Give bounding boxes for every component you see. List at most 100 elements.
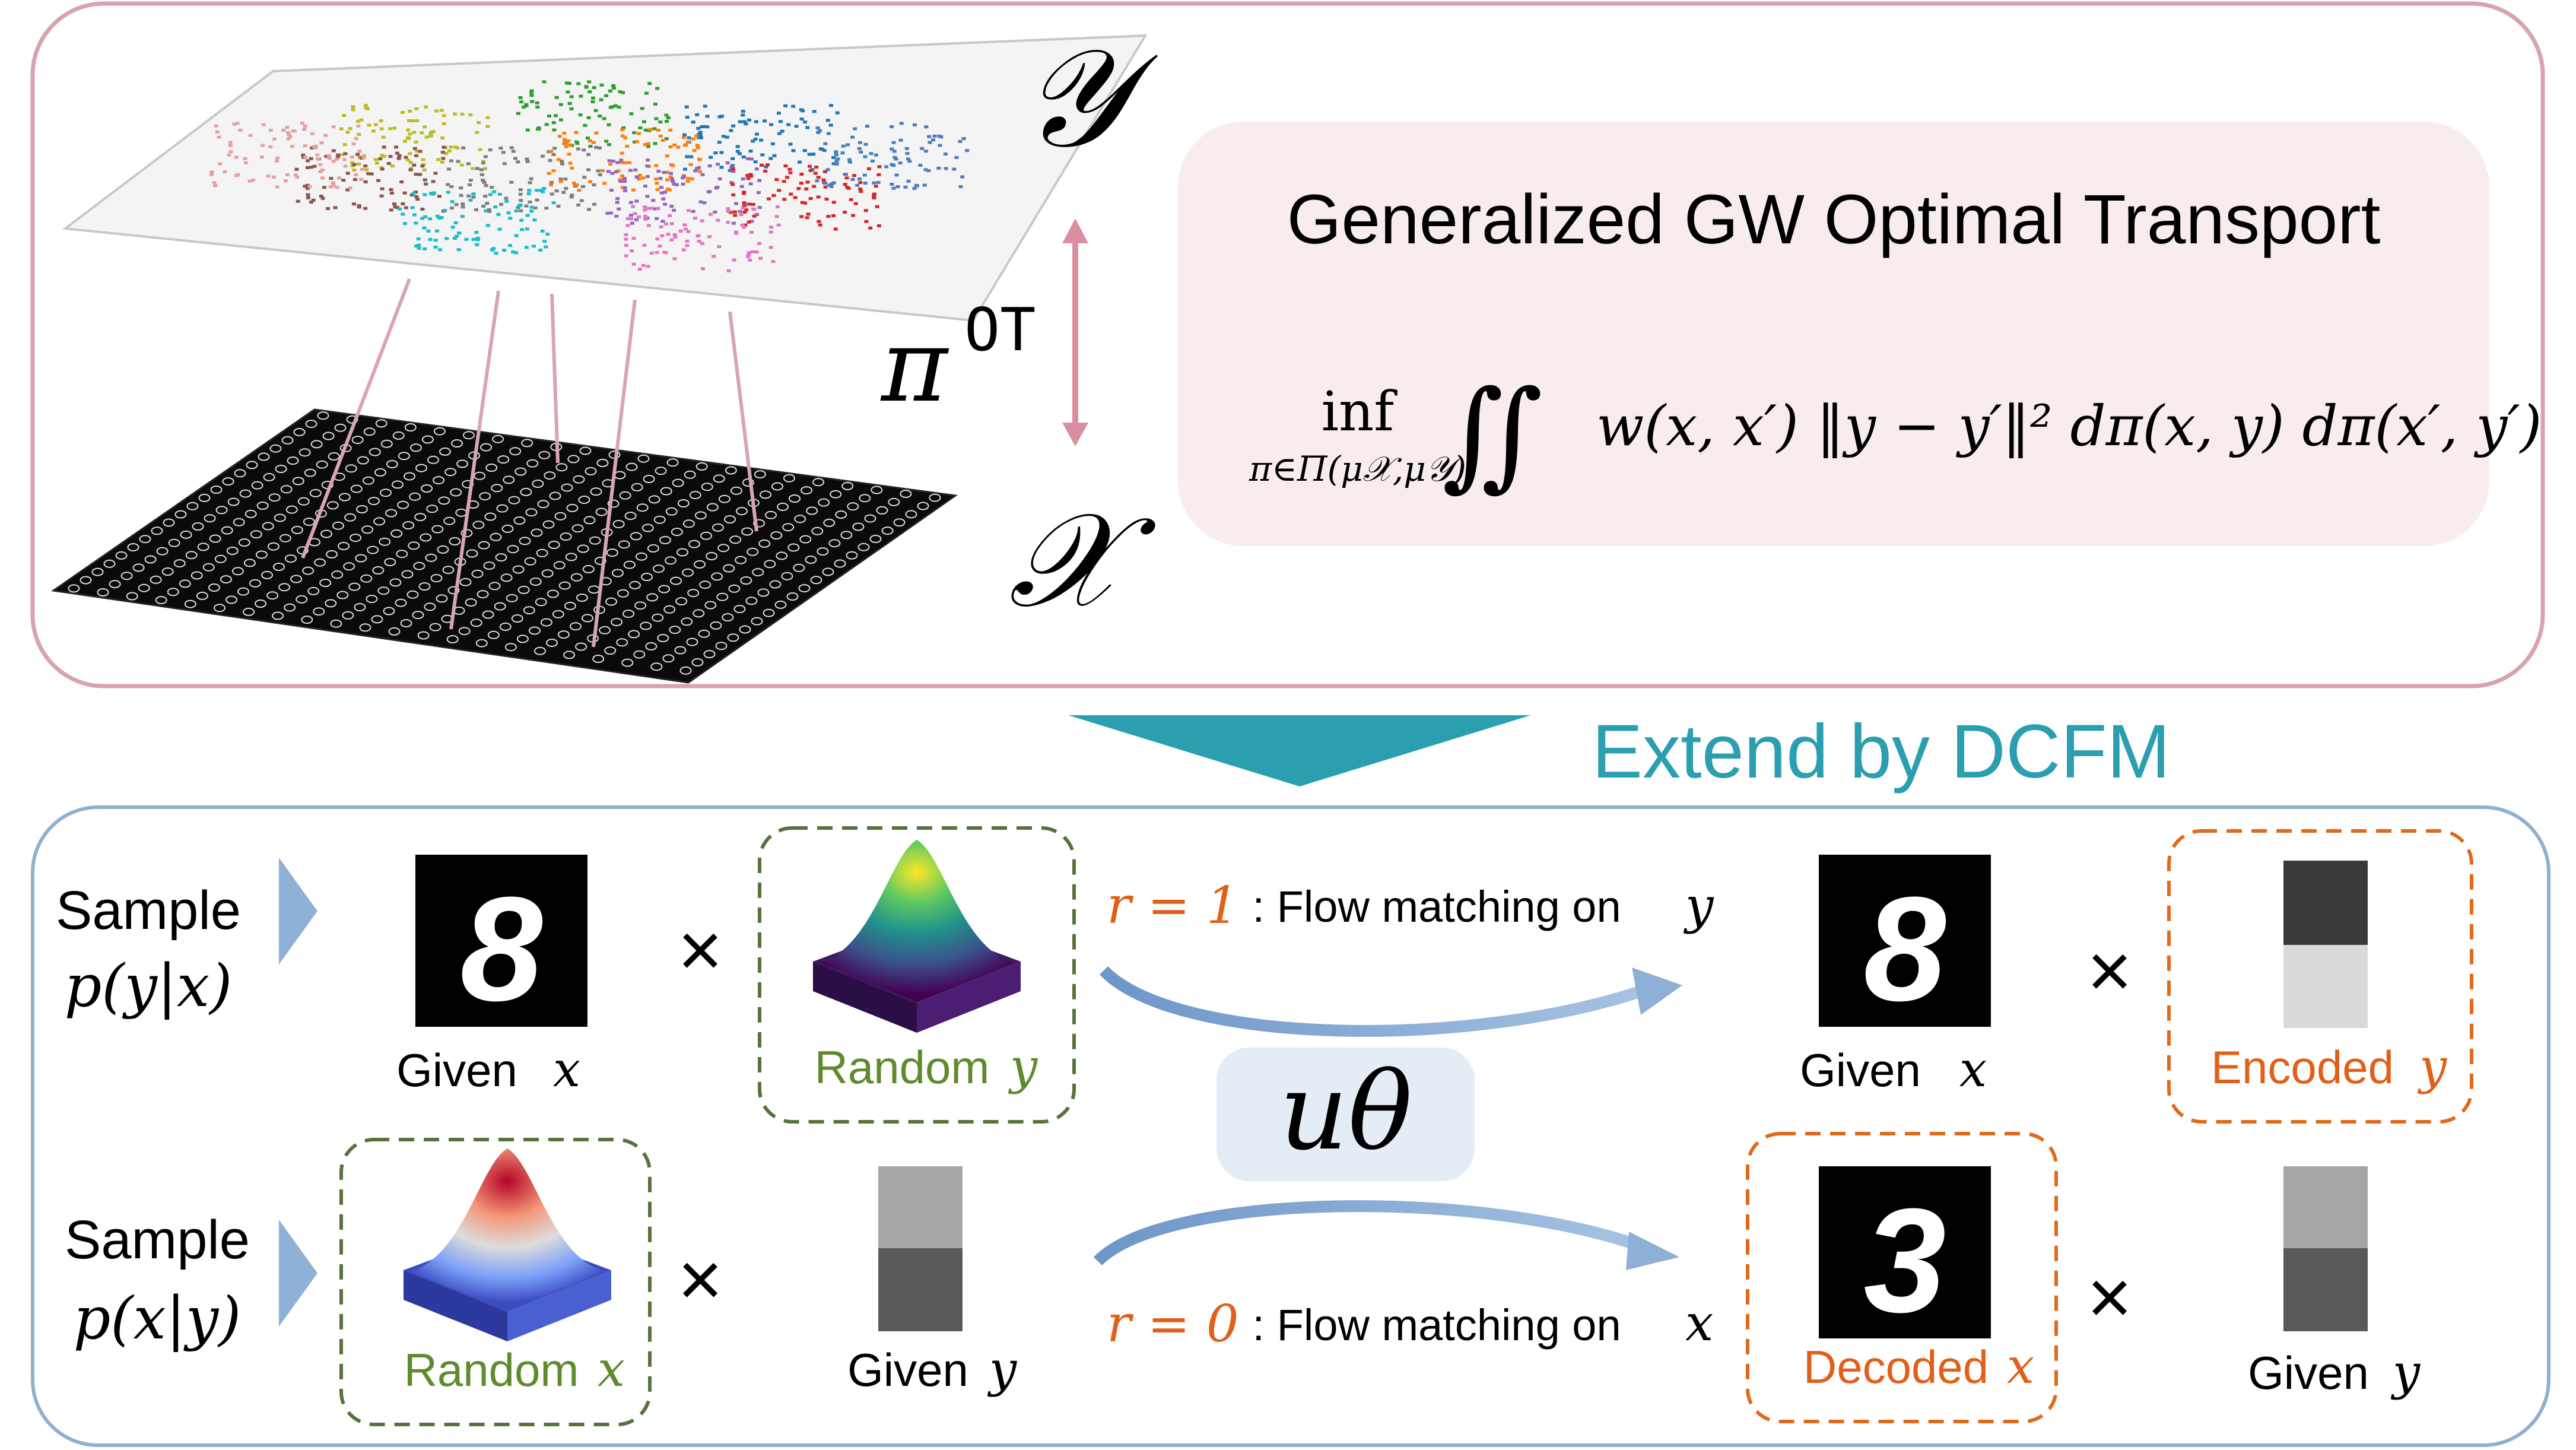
scatter-point	[615, 197, 620, 201]
scatter-point	[715, 186, 720, 189]
scatter-point	[554, 96, 559, 99]
digit-mark	[857, 542, 870, 551]
row1-flow-arrow	[1099, 966, 1652, 1037]
digit-mark	[126, 592, 138, 601]
scatter-point	[359, 177, 364, 181]
scatter-point	[816, 195, 821, 199]
digit-mark	[622, 610, 635, 618]
scatter-point	[852, 174, 856, 177]
scatter-point	[456, 160, 460, 163]
digit-mark	[234, 469, 246, 478]
scatter-point	[709, 212, 713, 216]
scatter-point	[602, 117, 606, 120]
scatter-point	[757, 179, 762, 182]
scatter-point	[272, 137, 277, 141]
row1-encoded-label-var: y	[2417, 1039, 2448, 1095]
scatter-point	[615, 161, 620, 164]
scatter-point	[686, 140, 690, 144]
scatter-point	[215, 130, 220, 134]
scatter-point	[389, 191, 394, 195]
scatter-point	[695, 113, 700, 116]
scatter-point	[286, 131, 291, 135]
scatter-point	[905, 152, 910, 156]
scatter-point	[402, 191, 407, 195]
digit-mark	[433, 427, 446, 436]
scatter-point	[767, 197, 771, 201]
scatter-point	[685, 239, 690, 243]
scatter-point	[522, 105, 526, 109]
scatter-point	[475, 243, 479, 246]
scatter-point	[687, 209, 691, 212]
scatter-point	[620, 151, 624, 155]
digit-mark	[764, 560, 776, 569]
scatter-point	[717, 177, 722, 180]
scatter-point	[713, 151, 718, 155]
digit-mark	[576, 594, 588, 602]
scatter-point	[569, 95, 574, 99]
scatter-point	[435, 214, 440, 218]
scatter-point	[958, 139, 963, 143]
row2-flow-arrowhead	[1626, 1232, 1679, 1270]
scatter-point	[683, 227, 688, 231]
scatter-point	[497, 192, 502, 196]
scatter-point	[752, 208, 757, 211]
digit-mark	[605, 597, 617, 606]
digit-mark	[691, 658, 704, 667]
scatter-point	[518, 188, 523, 192]
scatter-point	[562, 132, 567, 135]
digit-mark	[487, 630, 500, 639]
scatter-point	[415, 198, 420, 201]
scatter-point	[564, 145, 568, 148]
digit-mark	[675, 597, 688, 605]
digit-mark	[763, 608, 775, 617]
digit-mark	[284, 603, 296, 612]
scatter-point	[395, 151, 399, 155]
scatter-point	[816, 176, 821, 179]
scatter-point	[785, 176, 790, 179]
scatter-point	[618, 180, 623, 183]
scatter-point	[551, 153, 556, 156]
scatter-point	[579, 199, 584, 202]
scatter-point	[488, 148, 493, 152]
digit-mark	[332, 521, 344, 530]
scatter-point	[719, 151, 724, 154]
scatter-point	[244, 161, 248, 164]
scatter-point	[748, 150, 753, 153]
digit-mark	[765, 510, 777, 519]
scatter-point	[479, 168, 484, 172]
scatter-point	[793, 196, 798, 199]
digit-mark	[238, 538, 250, 547]
scatter-point	[586, 137, 590, 139]
scatter-point	[464, 237, 469, 241]
digit-mark	[715, 642, 728, 651]
scatter-point	[441, 145, 446, 149]
scatter-point	[857, 177, 862, 180]
scatter-point	[859, 190, 863, 193]
scatter-point	[410, 206, 415, 210]
row1-sample-word: Sample	[56, 880, 241, 941]
digit-mark	[392, 431, 405, 440]
row1-random-y-box	[758, 826, 1076, 1124]
scatter-point	[770, 142, 775, 145]
scatter-point	[592, 86, 596, 90]
row1-output-digit: 8	[1863, 866, 1946, 1032]
digit-mark	[214, 554, 227, 563]
scatter-point	[428, 217, 433, 221]
digit-mark	[305, 420, 317, 429]
digit-mark	[243, 607, 255, 616]
digit-mark	[285, 505, 298, 514]
digit-mark	[669, 626, 681, 634]
scatter-point	[740, 223, 745, 227]
scatter-point	[398, 207, 402, 211]
scatter-point	[428, 192, 433, 195]
digit-mark	[231, 567, 244, 576]
scatter-point	[471, 237, 476, 241]
scatter-point	[665, 120, 669, 123]
scatter-point	[663, 202, 668, 206]
scatter-point	[659, 225, 663, 229]
digit-mark	[534, 646, 546, 655]
scatter-point	[575, 142, 580, 145]
scatter-point	[800, 201, 805, 204]
scatter-point	[294, 167, 299, 171]
scatter-point	[532, 218, 537, 222]
